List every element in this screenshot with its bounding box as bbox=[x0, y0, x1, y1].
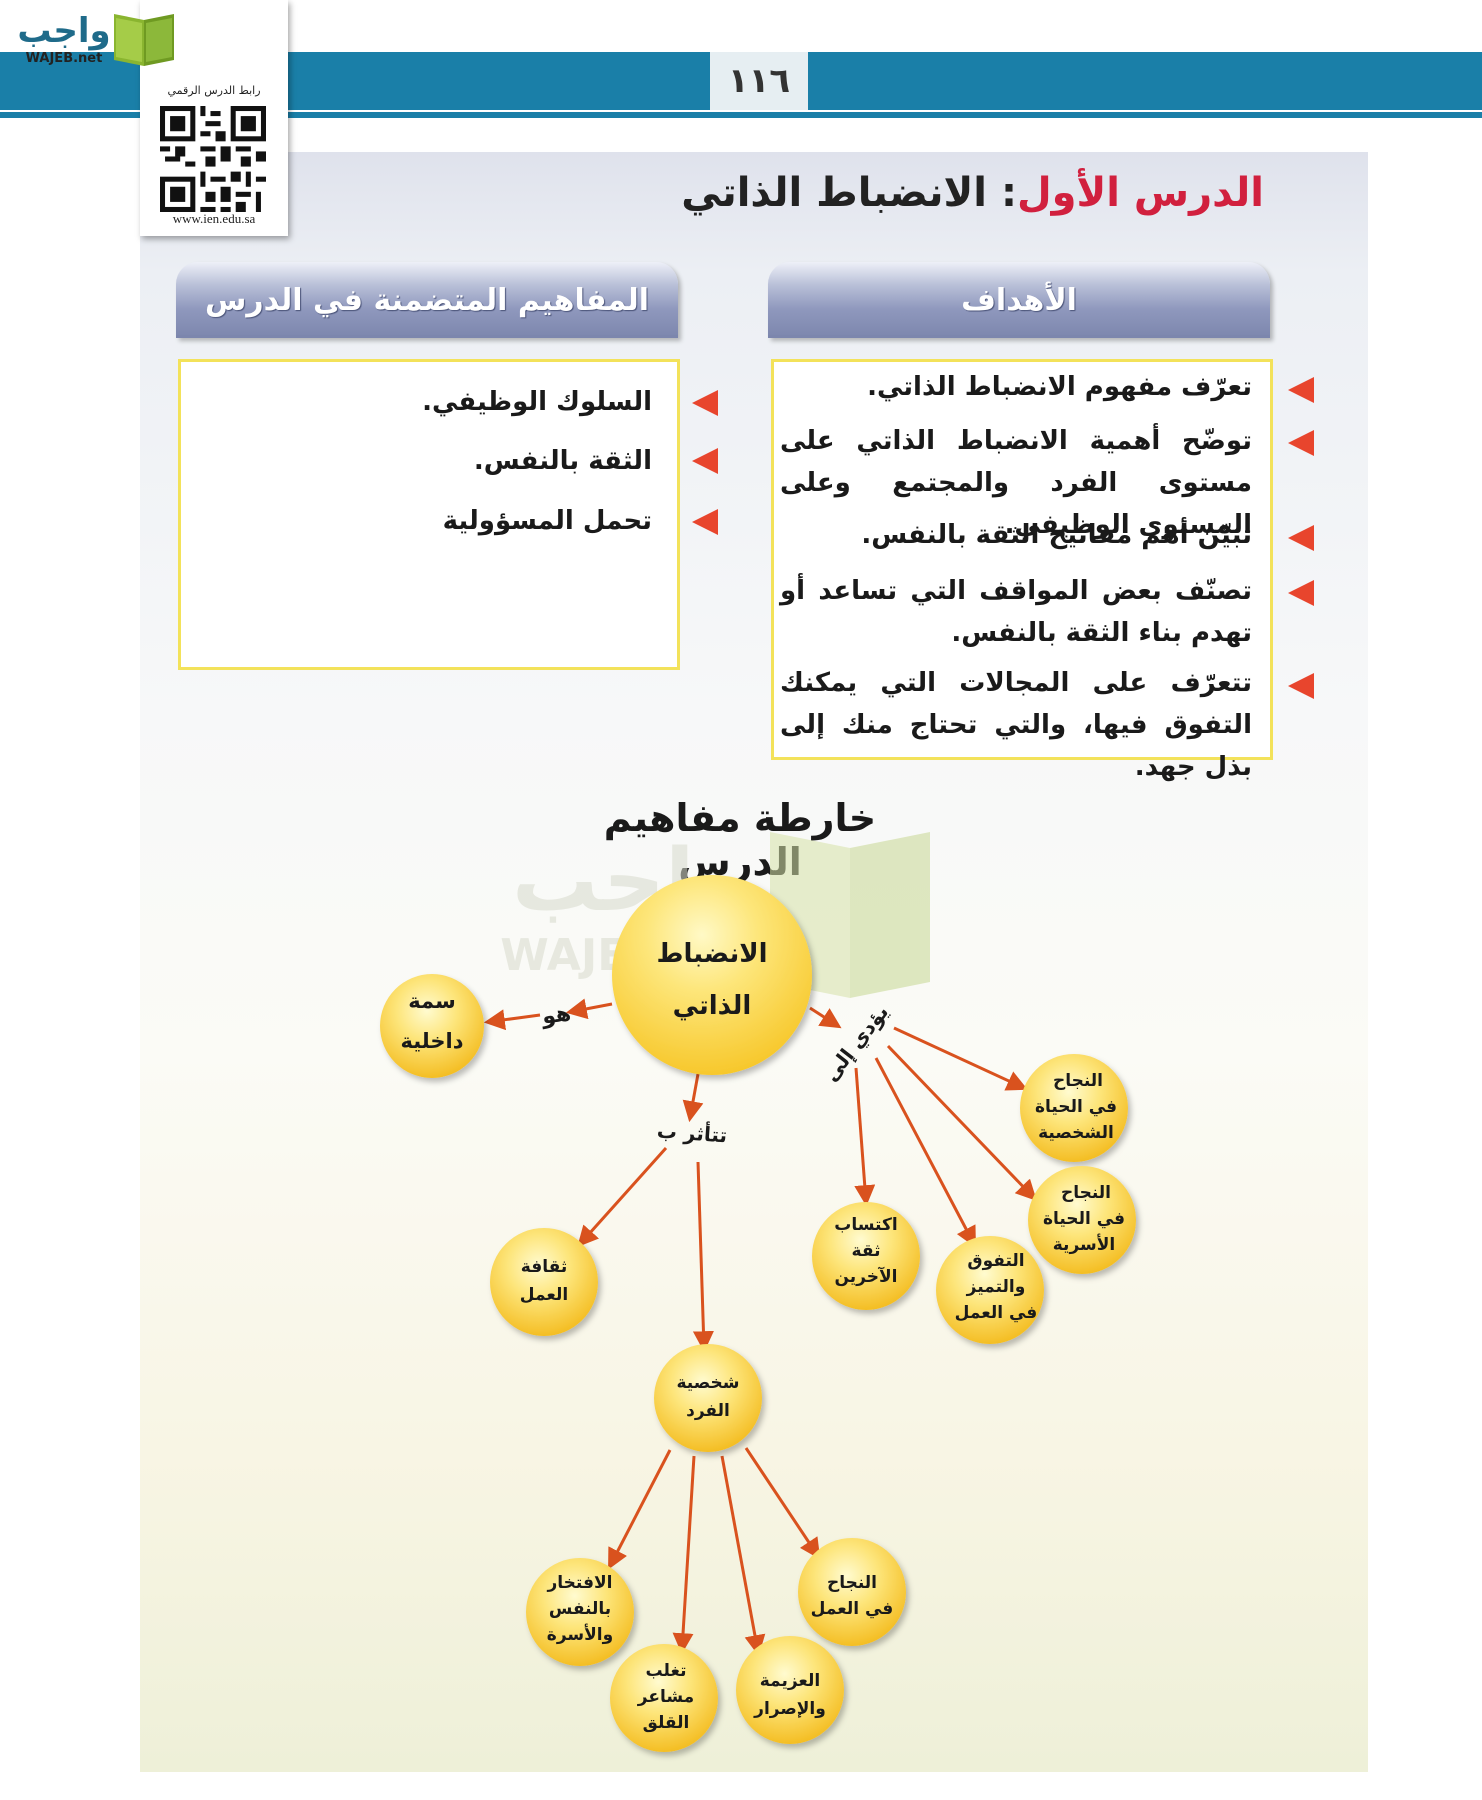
logo-text: واجب bbox=[17, 11, 110, 51]
arrow-excellence bbox=[874, 1057, 976, 1248]
arrow-trust bbox=[854, 1067, 876, 1207]
concepts-box bbox=[178, 359, 680, 670]
arrow-work-success bbox=[744, 1447, 821, 1560]
concept-bullet-icon bbox=[692, 390, 718, 416]
goal-bullet-icon bbox=[1288, 377, 1314, 403]
family-success-line-2: في الحياة bbox=[1043, 1209, 1125, 1229]
goal-bullet-icon bbox=[1288, 525, 1314, 551]
header-band-line bbox=[0, 112, 1482, 118]
relation-is: هو bbox=[539, 1001, 572, 1030]
arrow-personal-success bbox=[893, 1026, 1028, 1091]
lesson-name: الانضباط الذاتي bbox=[681, 170, 987, 216]
anxiety-line-1: تغلب bbox=[646, 1661, 687, 1681]
goal-item: تبيّن أهم مفاتيح الثقة بالنفس. bbox=[861, 520, 1252, 550]
pride-line-1: الافتخار bbox=[547, 1573, 613, 1593]
center-line-1: الانضباط bbox=[656, 939, 767, 969]
node-inner-trait bbox=[380, 974, 484, 1078]
concept-bullet-icon bbox=[692, 448, 718, 474]
determination-line-2: والإصرار bbox=[753, 1699, 826, 1719]
work-success-line-2: في العمل bbox=[811, 1599, 894, 1619]
goals-header: الأهداف bbox=[768, 262, 1270, 338]
qr-caption: رابط الدرس الرقمي bbox=[167, 84, 261, 97]
goal-bullet-icon bbox=[1288, 673, 1314, 699]
inner-trait-line-1: سمة bbox=[408, 989, 455, 1013]
work-culture-line-2: العمل bbox=[520, 1285, 568, 1305]
wajeb-logo[interactable]: واجب WAJEB.net bbox=[8, 4, 194, 68]
goal-item: تعرّف مفهوم الانضباط الذاتي. bbox=[867, 372, 1252, 402]
node-trust bbox=[812, 1202, 920, 1310]
excellence-line-3: في العمل bbox=[955, 1303, 1038, 1323]
excellence-line-1: التفوق bbox=[967, 1251, 1024, 1271]
center-line-2: الذاتي bbox=[673, 991, 752, 1021]
logo-subtext: WAJEB.net bbox=[26, 51, 103, 66]
work-culture-line-1: ثقافة bbox=[521, 1257, 567, 1277]
lesson-title: الدرس الأول: الانضباط الذاتي bbox=[681, 170, 1264, 216]
goal-item: توضّح أهمية الانضباط الذاتي على مستوى ال… bbox=[780, 426, 1252, 540]
goal-bullet-icon bbox=[1288, 580, 1314, 606]
personality-line-2: الفرد bbox=[686, 1401, 730, 1421]
inner-trait-line-2: داخلية bbox=[401, 1029, 464, 1053]
relation-affected-by: تتأثر ب bbox=[656, 1117, 728, 1148]
determination-line-1: العزيمة bbox=[760, 1671, 820, 1691]
trust-line-2: ثقة bbox=[852, 1241, 881, 1261]
pride-line-3: والأسرة bbox=[547, 1624, 613, 1645]
trust-line-3: الآخرين bbox=[835, 1266, 898, 1287]
concept-bullet-icon bbox=[692, 509, 718, 535]
arrow-anxiety bbox=[672, 1455, 696, 1655]
arrow-is-a bbox=[565, 998, 613, 1020]
page-number: ١١٦ bbox=[710, 52, 808, 110]
node-personality bbox=[654, 1344, 762, 1452]
concept-item: السلوك الوظيفي. bbox=[422, 387, 652, 417]
node-determination bbox=[736, 1636, 844, 1744]
personality-line-1: شخصية bbox=[677, 1373, 740, 1393]
family-success-line-3: الأسرية bbox=[1053, 1234, 1115, 1255]
node-personal-success bbox=[1020, 1054, 1128, 1162]
personal-success-line-2: في الحياة bbox=[1035, 1097, 1117, 1117]
node-work-culture bbox=[490, 1228, 598, 1336]
arrow-affected bbox=[682, 1073, 704, 1123]
goal-bullet-icon bbox=[1288, 430, 1314, 456]
family-success-line-1: النجاح bbox=[1061, 1183, 1111, 1203]
qr-url[interactable]: www.ien.edu.sa bbox=[172, 211, 256, 226]
pride-line-2: بالنفس bbox=[549, 1599, 611, 1619]
trust-line-1: اكتساب bbox=[834, 1215, 897, 1235]
goal-item: تصنّف بعض المواقف التي تساعد أو تهدم بنا… bbox=[780, 576, 1252, 648]
anxiety-line-3: القلق bbox=[643, 1713, 690, 1733]
work-success-line-1: النجاح bbox=[827, 1573, 877, 1593]
arrow-is-b bbox=[483, 1009, 541, 1031]
personal-success-line-3: الشخصية bbox=[1038, 1123, 1114, 1143]
concepts-header: المفاهيم المتضمنة في الدرس bbox=[176, 262, 678, 338]
lesson-label: الدرس الأول bbox=[1016, 170, 1264, 216]
lesson-separator: : bbox=[1000, 170, 1017, 216]
node-family-success bbox=[1028, 1166, 1136, 1274]
arrow-pride bbox=[608, 1449, 672, 1570]
arrow-determination bbox=[720, 1455, 766, 1657]
goals-box bbox=[771, 359, 1273, 760]
arrow-work-culture bbox=[577, 1146, 668, 1248]
qr-code-icon[interactable] bbox=[160, 106, 266, 212]
node-pride bbox=[526, 1558, 634, 1666]
excellence-line-2: والتميز bbox=[966, 1277, 1026, 1297]
arrow-family-success bbox=[886, 1044, 1037, 1202]
center-node bbox=[612, 875, 812, 1075]
concept-item: تحمل المسؤولية bbox=[442, 506, 652, 536]
node-excellence bbox=[936, 1236, 1044, 1344]
node-work-success bbox=[798, 1538, 906, 1646]
arrow-personality bbox=[692, 1161, 714, 1353]
personal-success-line-1: النجاح bbox=[1053, 1071, 1103, 1091]
arrow-leads bbox=[809, 1006, 842, 1029]
node-anxiety bbox=[610, 1644, 718, 1752]
goal-item: تتعرّف على المجالات التي يمكنك التفوق في… bbox=[780, 668, 1252, 782]
anxiety-line-2: مشاعر bbox=[637, 1687, 694, 1707]
concept-item: الثقة بالنفس. bbox=[473, 446, 652, 476]
